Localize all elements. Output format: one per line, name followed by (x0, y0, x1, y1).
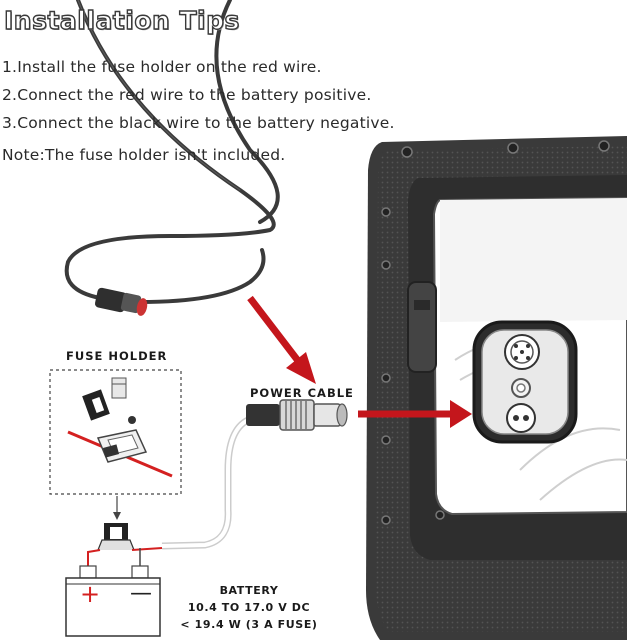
power-cable-connector (161, 399, 348, 550)
battery-plus-sign: + (80, 580, 101, 608)
power-cable-label: POWER CABLE (250, 386, 354, 400)
step-3: 3.Connect the black wire to the battery … (2, 114, 395, 132)
device-unit (366, 136, 627, 640)
battery-voltage: 10.4 TO 17.0 V DC (187, 601, 311, 614)
note: Note:The fuse holder isn't included. (2, 146, 286, 164)
step-1: 1.Install the fuse holder on the red wir… (2, 58, 322, 76)
battery-title: BATTERY (219, 584, 279, 597)
battery-illustration (65, 523, 163, 637)
page-title: Installation Tips (3, 5, 240, 35)
power-cable-coil (64, 0, 280, 316)
battery-power: < 19.4 W (3 A FUSE) (180, 618, 318, 631)
arrow-to-port (358, 400, 472, 428)
battery-minus-sign: — (130, 581, 152, 606)
fuse-holder-label: FUSE HOLDER (66, 349, 168, 363)
fuse-holder-illustration (49, 369, 182, 495)
step-2: 2.Connect the red wire to the battery po… (2, 86, 372, 104)
arrow-to-cable (247, 295, 316, 384)
arrow-to-battery (113, 496, 121, 520)
